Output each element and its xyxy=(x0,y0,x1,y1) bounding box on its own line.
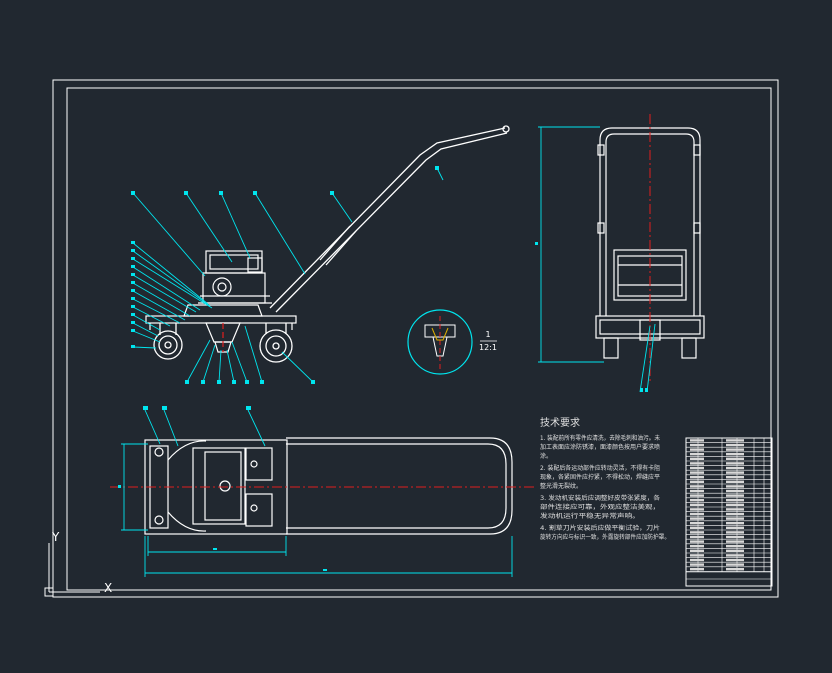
parts-list-entry xyxy=(690,508,704,511)
parts-list-entry xyxy=(726,480,744,483)
parts-list-entry xyxy=(690,494,704,497)
parts-list xyxy=(685,437,773,587)
parts-list-entry xyxy=(726,554,744,557)
parts-list-entry xyxy=(690,453,704,456)
part-leaders xyxy=(132,167,444,383)
notes-line-4: 2. 装配后各运动部件应转动灵活，不得有卡阻 xyxy=(540,464,660,472)
parts-list-entry xyxy=(690,480,704,483)
parts-list-entry xyxy=(690,503,704,506)
parts-list-entry xyxy=(690,540,704,543)
parts-list-entry xyxy=(690,462,704,465)
parts-list-entry xyxy=(690,558,704,562)
notes-line-3: 涂。 xyxy=(540,452,552,460)
parts-list-entry xyxy=(726,457,744,460)
notes-line-8: 部件连接应可靠，外观应整洁美观， xyxy=(540,503,660,511)
parts-list-entry xyxy=(690,535,704,539)
technical-notes: 技术要求 1. 装配前所有零件应清洗，去除毛刺和油污。未 加工表面应涂防锈漆，面… xyxy=(540,416,670,541)
handle xyxy=(269,125,510,313)
parts-list-entry xyxy=(690,512,704,516)
parts-list-entry xyxy=(726,522,744,525)
front-wheel xyxy=(153,323,183,360)
parts-list-entry xyxy=(690,443,704,447)
parts-list-entry xyxy=(726,489,744,493)
parts-list-entry xyxy=(726,540,744,543)
parts-list-entry xyxy=(690,457,704,460)
notes-line-2: 加工表面应涂防锈漆，面漆颜色按用户要求喷 xyxy=(540,443,660,451)
parts-list-entry xyxy=(690,526,704,529)
parts-list-entry xyxy=(690,554,704,557)
parts-list-entry xyxy=(726,517,744,520)
notes-line-9: 发动机运行平稳无异常声响。 xyxy=(540,512,640,520)
parts-list-entry xyxy=(726,535,744,539)
notes-line-1: 1. 装配前所有零件应清洗，去除毛刺和油污。未 xyxy=(540,434,660,442)
parts-list-entry xyxy=(726,531,744,534)
parts-list-entry xyxy=(690,471,704,474)
ucs-y-label: Y xyxy=(51,530,60,544)
ucs-icon xyxy=(44,543,100,597)
parts-list-entry xyxy=(690,563,704,566)
front-view xyxy=(535,114,705,393)
side-view xyxy=(131,125,510,384)
parts-list-entry xyxy=(726,503,744,506)
parts-list-entry xyxy=(726,512,744,516)
parts-list-entry xyxy=(726,526,744,529)
parts-list-entry xyxy=(690,522,704,525)
parts-list-entry xyxy=(690,439,704,442)
parts-list-entry xyxy=(690,485,704,488)
blade-hub xyxy=(205,322,241,353)
parts-list-entry xyxy=(690,448,704,451)
detail-scale-bottom: 12:1 xyxy=(479,343,497,352)
parts-list-entry xyxy=(726,443,744,447)
notes-line-11: 旋转方向应与标识一致，外露旋转部件应加防护罩。 xyxy=(540,533,670,541)
parts-list-entry xyxy=(726,466,744,470)
parts-list-entry xyxy=(690,489,704,493)
notes-title: 技术要求 xyxy=(540,416,580,429)
parts-list-entry xyxy=(690,545,704,548)
parts-list-entry xyxy=(690,466,704,470)
notes-line-10: 4. 割草刀片安装后应做平衡试验，刀片 xyxy=(540,524,660,532)
parts-list-entry xyxy=(726,558,744,562)
sheet-frame xyxy=(52,79,779,598)
top-view xyxy=(110,406,535,577)
parts-list-entry xyxy=(726,494,744,497)
parts-list-entry xyxy=(726,448,744,451)
parts-list-entry xyxy=(690,476,704,479)
detail-view: 1 12:1 xyxy=(407,309,497,375)
parts-list-entry xyxy=(690,568,704,571)
parts-list-entry xyxy=(690,549,704,552)
parts-list-entry xyxy=(726,549,744,552)
parts-list-entry xyxy=(726,453,744,456)
rear-wheel xyxy=(259,323,293,363)
parts-list-entry xyxy=(726,485,744,488)
detail-scale-top: 1 xyxy=(485,330,490,339)
parts-list-entry xyxy=(726,508,744,511)
engine xyxy=(198,250,272,304)
notes-line-7: 3. 发动机安装后应调整好皮带张紧度，各 xyxy=(540,494,660,502)
parts-list-entry xyxy=(690,517,704,520)
parts-list-entry xyxy=(726,471,744,474)
parts-list-entry xyxy=(726,568,744,571)
parts-list-entry xyxy=(726,462,744,465)
parts-list-entry xyxy=(690,499,704,502)
parts-list-entry xyxy=(690,531,704,534)
part-tags xyxy=(131,166,439,384)
notes-line-6: 整光滑无裂纹。 xyxy=(540,482,582,490)
parts-list-entry xyxy=(726,499,744,502)
notes-line-5: 现象，各紧固件应拧紧，不得松动，焊缝应平 xyxy=(540,473,660,481)
parts-list-entry xyxy=(726,439,744,442)
parts-list-entry xyxy=(726,545,744,548)
ucs-x-label: X xyxy=(104,581,112,595)
parts-list-entry xyxy=(726,563,744,566)
parts-list-entry xyxy=(726,476,744,479)
